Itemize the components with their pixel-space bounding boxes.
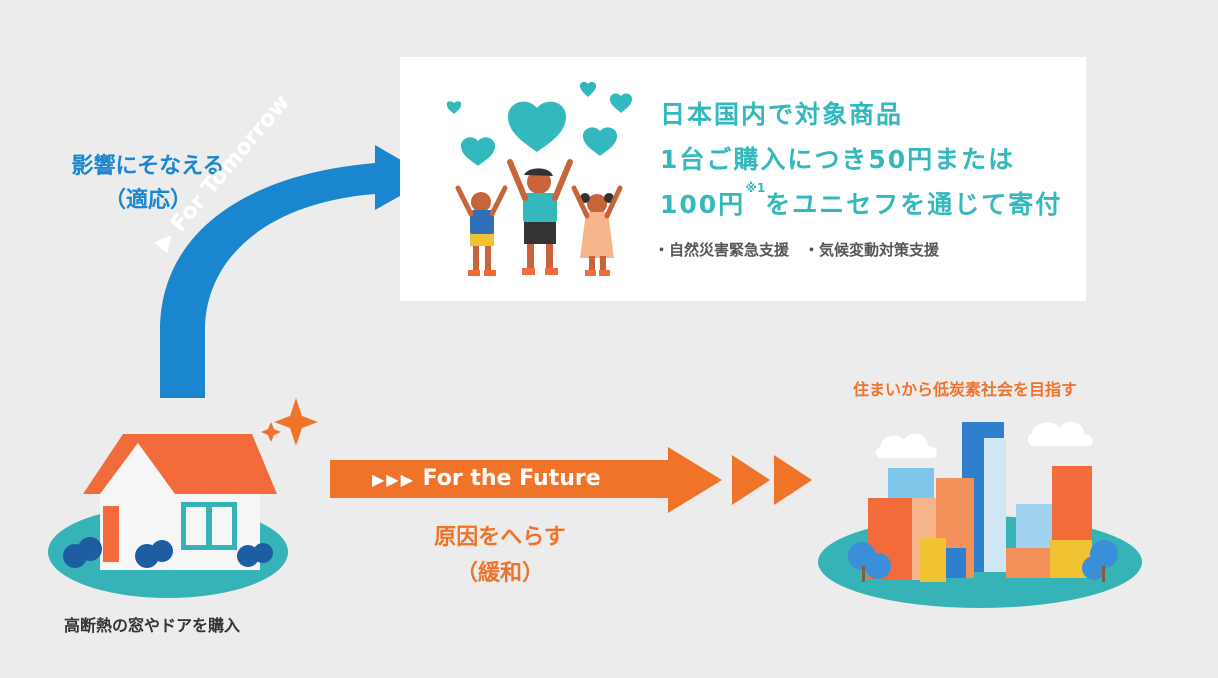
for-the-future-label: ▶▶▶ For the Future: [372, 466, 601, 491]
for-the-future-text: For the Future: [422, 466, 601, 491]
house-door: [103, 506, 119, 562]
card-line-2: 1台ご購入につき50円または: [660, 145, 1016, 174]
for-the-future-arrow: [330, 447, 812, 513]
city-caption: 住まいから低炭素社会を目指す: [853, 380, 1078, 399]
house-caption: 高断熱の窓やドアを購入: [64, 616, 241, 635]
mitigation-subtitle: （緩和）: [455, 561, 544, 586]
arrow-chevron-1: [732, 455, 770, 505]
donation-card: [400, 57, 1086, 301]
sparkle-small-icon: [261, 422, 281, 442]
card-line-3: 100円※1をユニセフを通じて寄付: [660, 181, 1063, 221]
bullet-disaster-relief: ・自然災害緊急支援: [654, 241, 790, 259]
support-bullets: ・自然災害緊急支援 ・気候変動対策支援: [654, 239, 939, 260]
adaptation-subtitle: （適応）: [103, 188, 192, 213]
triple-arrow-icon: ▶▶▶: [372, 470, 415, 489]
bullet-climate-support: ・気候変動対策支援: [804, 241, 940, 259]
city-illustration: [818, 421, 1142, 608]
mitigation-title: 原因をへらす: [434, 525, 566, 550]
house-illustration: [48, 398, 318, 598]
adaptation-title: 影響にそなえる: [71, 154, 225, 179]
adaptation-label: 影響にそなえる （適応）: [48, 150, 248, 218]
cloud-icon: [1027, 421, 1093, 446]
card-line-1: 日本国内で対象商品: [660, 100, 904, 129]
for-tomorrow-arrow: [160, 145, 432, 398]
sparkle-icon: [274, 398, 318, 446]
card-line-3-rest: をユニセフを通じて寄付: [765, 190, 1063, 219]
card-line-3-main: 100円: [660, 190, 746, 219]
arrow-chevron-2: [774, 455, 812, 505]
footnote-mark: ※1: [745, 181, 766, 195]
mitigation-label: 原因をへらす （緩和）: [400, 520, 600, 592]
cloud-icon: [875, 433, 937, 458]
